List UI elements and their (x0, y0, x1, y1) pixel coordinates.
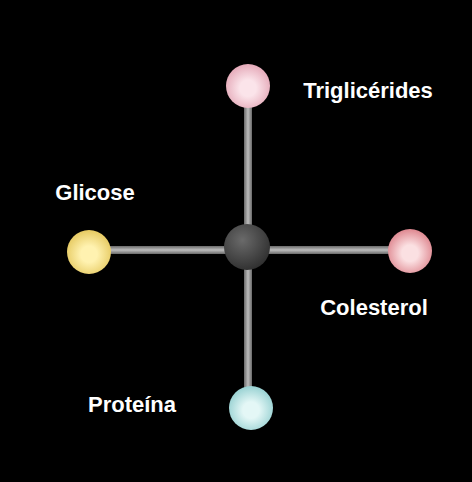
node-label: Proteína (88, 392, 176, 417)
triglycerides-ball: Triglicérides (226, 64, 270, 108)
cholesterol-ball: Colesterol (388, 229, 432, 273)
center-hub (224, 224, 270, 270)
node-label: Colesterol (320, 295, 428, 320)
node-label: Glicose (55, 180, 134, 205)
node-label: Triglicérides (303, 78, 433, 103)
glucose-ball: Glicose (67, 230, 111, 274)
protein-ball: Proteína (229, 386, 273, 430)
